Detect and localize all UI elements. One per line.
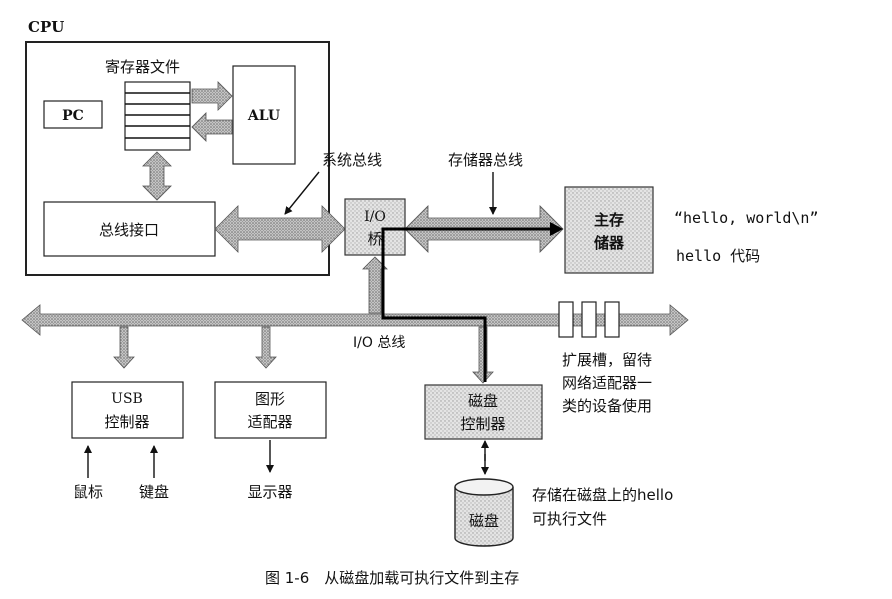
main-memory-box (564, 186, 654, 274)
io-bridge-label-2: 桥 (367, 230, 382, 248)
register-file-label: 寄存器文件 (105, 58, 180, 76)
io-bus-label: I/O 总线 (353, 335, 405, 351)
memory-contents-string: “hello, world\n” (674, 209, 819, 227)
system-bus (214, 205, 346, 253)
data-transfer-path (381, 227, 551, 382)
expansion-slots-note-1: 扩展槽，留待 (562, 351, 652, 369)
graphics-adapter-label-1: 图形 (255, 390, 285, 408)
system-bus-label: 系统总线 (322, 151, 382, 169)
cpu-label: CPU (28, 18, 64, 36)
graphics-io-bus-arrow (255, 326, 277, 369)
usb-controller-label-1: USB (111, 391, 143, 407)
regfile-to-alu-arrow (191, 81, 233, 111)
io-bridge-label-1: I/O (364, 209, 386, 225)
usb-controller-label-2: 控制器 (104, 413, 149, 431)
disk-controller-box (424, 384, 543, 440)
graphics-adapter-label-2: 适配器 (247, 413, 292, 431)
memory-bus-label: 存储器总线 (448, 151, 523, 169)
expansion-slots (558, 301, 620, 338)
main-memory-label-2: 储器 (594, 234, 625, 252)
disk-note-2: 可执行文件 (532, 510, 607, 528)
bus-interface-label: 总线接口 (99, 221, 159, 239)
cpu-box (25, 41, 330, 276)
alu-box (232, 65, 296, 165)
expansion-slots-note-3: 类的设备使用 (562, 397, 652, 415)
pc-label: PC (62, 108, 84, 124)
disk-note-1: 存储在磁盘上的hello (532, 486, 673, 504)
data-transfer-arrowhead (550, 222, 563, 236)
bus-interface-box (43, 201, 216, 257)
memory-contents-code: hello 代码 (676, 247, 760, 265)
main-memory-label-1: 主存 (594, 211, 624, 229)
graphics-adapter-box (214, 381, 327, 439)
mouse-label: 鼠标 (73, 483, 103, 501)
expansion-slots-note-2: 网络适配器一 (562, 374, 652, 392)
disk-controller-io-bus-arrow (472, 326, 494, 384)
alu-to-regfile-arrow (191, 112, 233, 142)
disk-controller-label-1: 磁盘 (468, 392, 498, 410)
io-bridge-io-bus-arrow (362, 256, 388, 314)
usb-io-bus-arrow (113, 326, 135, 369)
disk-label: 磁盘 (469, 512, 499, 530)
keyboard-label: 键盘 (139, 483, 169, 501)
display-label: 显示器 (247, 483, 292, 501)
register-file (124, 81, 191, 151)
disk-cylinder (454, 478, 514, 547)
io-bridge-box (344, 198, 406, 256)
figure-caption: 图 1-6 从磁盘加载可执行文件到主存 (265, 569, 519, 587)
usb-controller-box (71, 381, 184, 439)
pc-box (43, 100, 103, 129)
regfile-bus-interface-arrow (142, 151, 172, 201)
alu-label: ALU (247, 108, 280, 124)
io-bus (21, 304, 689, 336)
disk-controller-label-2: 控制器 (460, 415, 505, 433)
